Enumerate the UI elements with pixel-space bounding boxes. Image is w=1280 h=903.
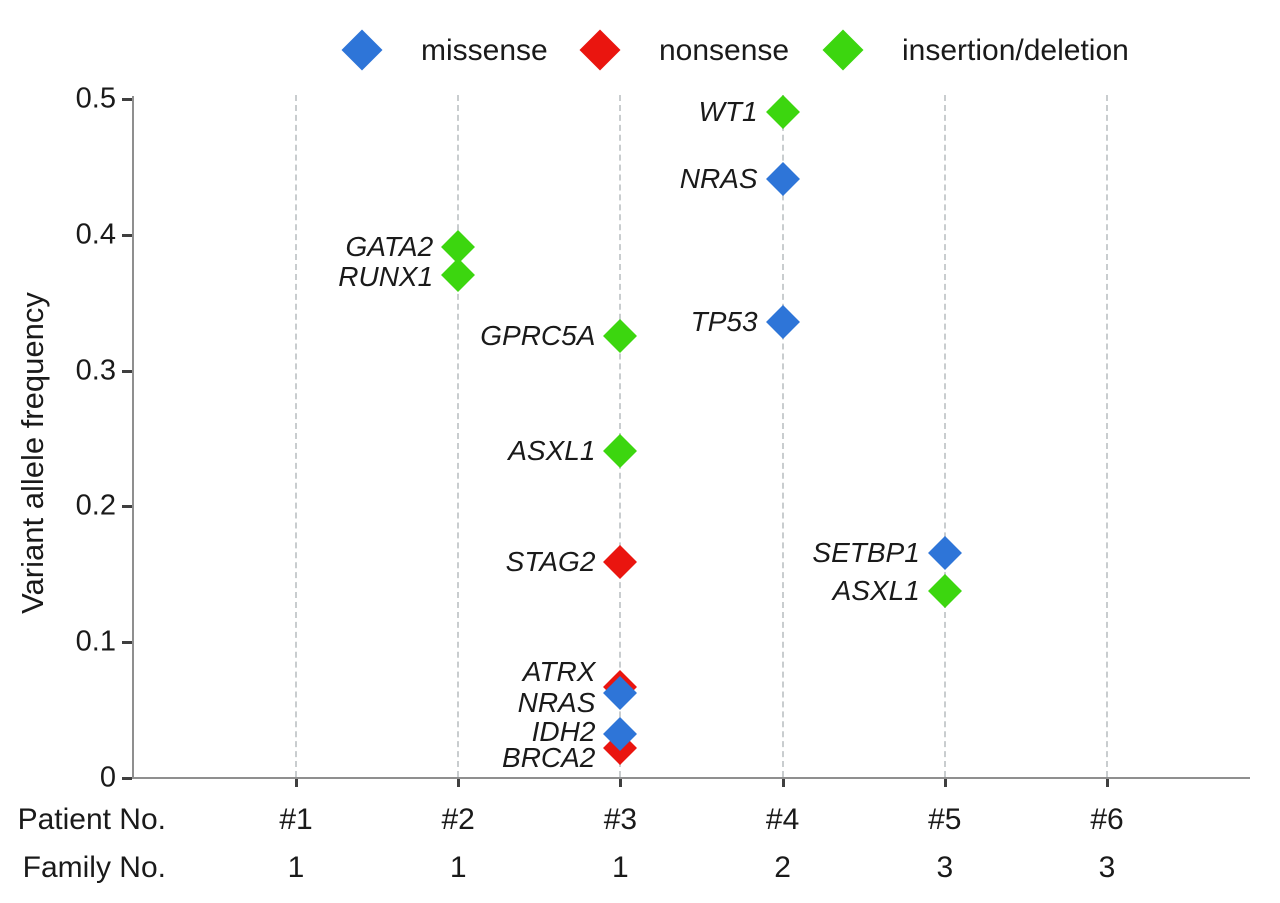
y-tick-label: 0.2: [75, 489, 116, 522]
family-number: 3: [936, 851, 954, 884]
data-point-diamond: [603, 434, 638, 469]
data-point-diamond: [765, 94, 800, 129]
x-axis-line: [132, 777, 1250, 779]
gene-label: RUNX1: [338, 260, 434, 292]
patient-number: #5: [928, 803, 962, 836]
y-axis-title: Variant allele frequency: [15, 292, 50, 614]
legend-diamond-icon: [822, 29, 864, 71]
x-tick-mark: [943, 777, 947, 787]
gene-label: TP53: [690, 306, 758, 338]
gridline: [295, 95, 297, 777]
patient-number: #2: [441, 803, 475, 836]
x-tick-mark: [781, 777, 785, 787]
gene-label: GPRC5A: [480, 319, 596, 351]
family-number: 2: [774, 851, 791, 884]
legend-label: insertion/deletion: [902, 34, 1129, 67]
y-tick-label: 0.3: [75, 354, 116, 387]
y-tick-mark: [122, 777, 132, 780]
y-tick-mark: [122, 369, 132, 373]
family-number: 1: [287, 851, 305, 884]
data-point-diamond: [927, 573, 962, 608]
y-tick-label: 0: [99, 761, 116, 794]
gene-label: STAG2: [505, 546, 596, 578]
x-tick-mark: [457, 777, 461, 787]
data-point-diamond: [927, 535, 962, 570]
patient-number: #3: [603, 803, 638, 836]
gene-label: NRAS: [517, 686, 596, 718]
patient-number: #1: [279, 803, 313, 836]
y-tick-label: 0.4: [75, 218, 116, 251]
y-tick-mark: [122, 641, 132, 645]
patient-row-label: Patient No.: [17, 803, 166, 836]
data-point-diamond: [765, 305, 800, 340]
gene-label: ASXL1: [832, 574, 920, 606]
y-tick-label: 0.1: [75, 625, 116, 658]
legend-label: missense: [421, 34, 548, 67]
y-axis-line: [132, 96, 134, 779]
gene-label: ATRX: [522, 656, 596, 688]
patient-number: #6: [1090, 803, 1124, 836]
gene-label: ASXL1: [508, 435, 596, 467]
family-number: 1: [612, 851, 629, 884]
y-tick-mark: [122, 233, 132, 237]
gene-label: NRAS: [679, 163, 758, 195]
gene-label: BRCA2: [502, 742, 596, 774]
y-tick-label: 0.5: [75, 82, 116, 115]
legend-diamond-icon: [579, 29, 621, 71]
data-point-diamond: [441, 257, 476, 292]
patient-number: #4: [765, 803, 800, 836]
y-tick-mark: [122, 98, 132, 101]
gridline: [781, 95, 784, 777]
data-point-diamond: [603, 318, 638, 353]
x-tick-mark: [1106, 777, 1109, 787]
family-number: 3: [1098, 851, 1116, 884]
gene-label: SETBP1: [812, 536, 920, 568]
legend-label: nonsense: [659, 34, 790, 67]
gene-label: IDH2: [531, 715, 596, 747]
data-point-diamond: [603, 545, 638, 580]
data-point-diamond: [765, 162, 800, 197]
gridline: [943, 95, 946, 777]
legend-diamond-icon: [341, 29, 383, 71]
gridline: [457, 95, 460, 777]
family-row-label: Family No.: [22, 851, 166, 884]
family-number: 1: [449, 851, 467, 884]
gridline: [1106, 95, 1108, 777]
gene-label: WT1: [698, 95, 758, 127]
x-tick-mark: [619, 777, 623, 787]
x-tick-mark: [295, 777, 298, 787]
y-tick-mark: [122, 505, 132, 509]
gene-label: GATA2: [345, 231, 434, 263]
